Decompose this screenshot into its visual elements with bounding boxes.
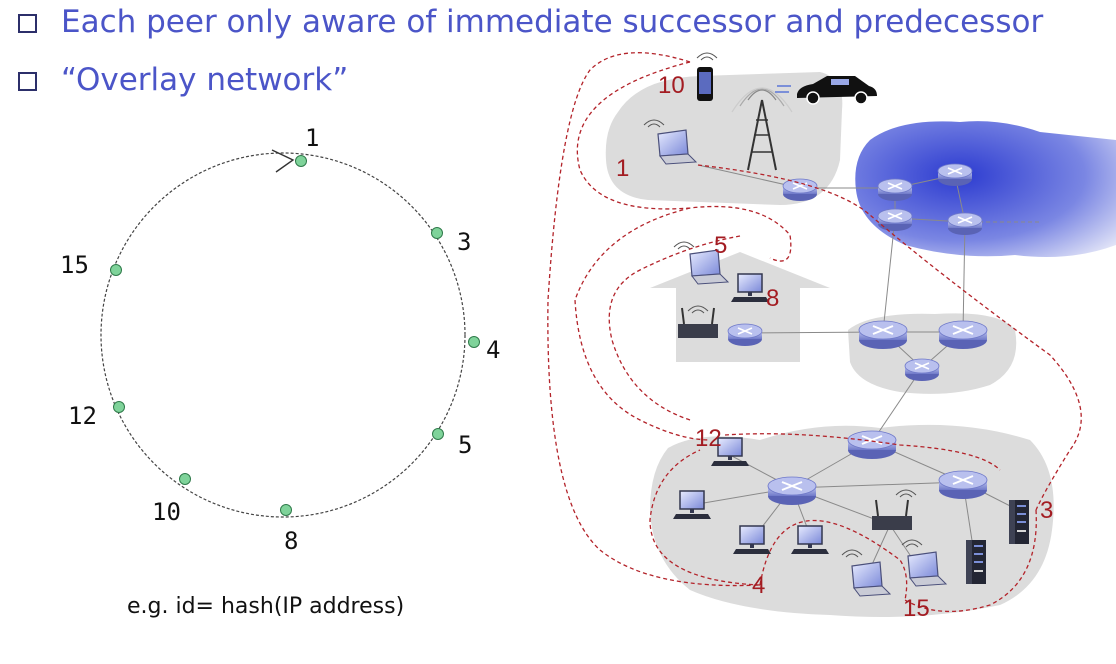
router-icon xyxy=(877,178,913,202)
network-diagram: 10 1 5 8 12 3 4 15 xyxy=(547,52,1116,622)
ring-node-10 xyxy=(179,473,191,485)
bullet-text: “Overlay network” xyxy=(61,62,349,98)
ring-label-5: 5 xyxy=(458,431,472,459)
ring-label-8: 8 xyxy=(284,527,298,555)
ring-node-12 xyxy=(113,401,125,413)
router-icon xyxy=(727,323,763,347)
ring-label-15: 15 xyxy=(60,251,89,279)
bullet-overlay-network: “Overlay network” xyxy=(18,62,348,98)
bullet-text: Each peer only aware of immediate succes… xyxy=(61,4,1044,40)
bullet-box-icon xyxy=(18,71,37,91)
ring-node-5 xyxy=(432,428,444,440)
peer-labels: 10 1 5 8 12 3 4 15 xyxy=(616,72,1053,622)
overlay-links xyxy=(547,52,1082,613)
router-icon xyxy=(877,208,913,232)
ring-circle xyxy=(100,152,466,518)
ring-caption: e.g. id= hash(IP address) xyxy=(127,594,405,619)
ring-label-3: 3 xyxy=(457,228,471,256)
bullet-successor-predecessor: Each peer only aware of immediate succes… xyxy=(18,4,1043,40)
ring-label-10: 10 xyxy=(152,498,181,526)
server-icon xyxy=(1009,500,1029,544)
peer-label-1: 1 xyxy=(616,155,629,182)
bullet-box-icon xyxy=(18,13,37,33)
ring-label-12: 12 xyxy=(68,402,97,430)
router-icon xyxy=(938,470,988,500)
peer-label-15: 15 xyxy=(903,595,930,622)
peer-label-4: 4 xyxy=(752,572,765,599)
ring-node-15 xyxy=(110,264,122,276)
wireless-router-icon xyxy=(872,489,917,530)
peer-label-12: 12 xyxy=(695,425,722,452)
ring-node-4 xyxy=(468,336,480,348)
wireless-router-icon xyxy=(678,305,718,338)
router-icon xyxy=(938,320,988,350)
router-icon xyxy=(937,163,973,187)
peer-label-5: 5 xyxy=(714,232,727,259)
isp-network-cloud xyxy=(855,121,1116,258)
cell-tower-icon xyxy=(731,87,793,171)
router-icon xyxy=(858,320,908,350)
ring-label-4: 4 xyxy=(486,336,500,364)
car-icon xyxy=(775,76,877,105)
router-icon xyxy=(847,430,897,460)
peer-label-3: 3 xyxy=(1040,497,1053,524)
peer-label-8: 8 xyxy=(766,285,779,312)
server-icon xyxy=(966,540,986,584)
router-icon xyxy=(767,476,817,506)
router-icon xyxy=(782,178,818,202)
ring-direction-arrow-icon xyxy=(271,149,295,173)
router-icon xyxy=(947,212,983,236)
ring-node-3 xyxy=(431,227,443,239)
smartphone-icon xyxy=(696,52,718,101)
router-icon xyxy=(904,358,940,382)
ring-label-1: 1 xyxy=(305,124,319,152)
peer-label-10: 10 xyxy=(658,72,685,99)
chord-ring: 1 3 4 5 8 10 12 15 xyxy=(60,124,500,555)
ring-node-8 xyxy=(280,504,292,516)
ring-node-1 xyxy=(295,155,307,167)
